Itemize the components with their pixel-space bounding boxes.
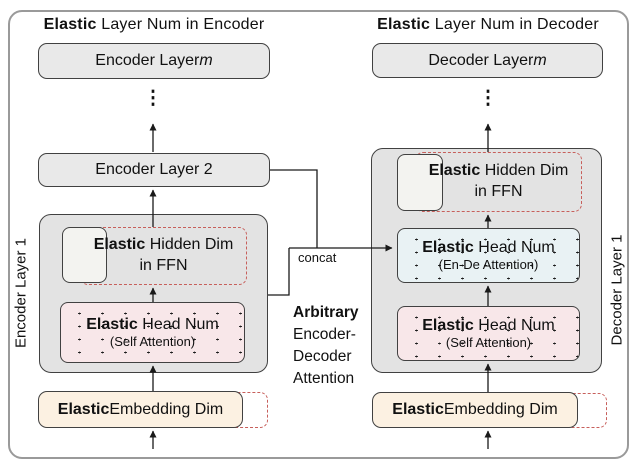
decoder-head-rest: Head Num bbox=[473, 316, 555, 334]
encoder-head-bold: Elastic bbox=[86, 315, 138, 333]
encoder-layer-1-label: Encoder Layer 1 bbox=[12, 237, 30, 349]
encoder-head-rest: Head Num bbox=[137, 315, 219, 333]
arbitrary-note-line3: Decoder bbox=[293, 348, 352, 365]
decoder-ende-attention-line2: (En-De Attention) bbox=[438, 256, 539, 272]
decoder-ffn-bold: Elastic bbox=[428, 162, 481, 179]
arbitrary-note-line2: Encoder- bbox=[293, 326, 356, 343]
encoder-embedding-rest: Embedding Dim bbox=[109, 400, 224, 418]
encoder-layer-m-box: Encoder Layer m bbox=[38, 43, 270, 79]
encoder-ffn-rest: Hidden Dim bbox=[145, 236, 234, 253]
arbitrary-note-line1: Arbitrary bbox=[293, 304, 359, 321]
encoder-self-attention-box: Elastic Head Num (Self Attention) bbox=[60, 302, 245, 363]
encoder-layer-2-box: Encoder Layer 2 bbox=[38, 153, 270, 187]
encoder-embedding-bold: Elastic bbox=[57, 400, 110, 418]
encoder-layer-2-label: Encoder Layer 2 bbox=[95, 161, 213, 178]
encoder-layer-m-label: Encoder Layer bbox=[95, 52, 200, 69]
decoder-ende-attention-line1: Elastic Head Num bbox=[422, 239, 555, 257]
decoder-ffn-line2: in FFN bbox=[474, 183, 523, 200]
decoder-title-rest: Layer Num in Decoder bbox=[430, 16, 599, 33]
decoder-ffn-solid-box bbox=[397, 154, 443, 211]
encoder-title-bold: Elastic bbox=[43, 16, 97, 33]
decoder-embedding-rest: Embedding Dim bbox=[443, 401, 558, 418]
decoder-self-attention-line2: (Self Attention) bbox=[445, 334, 532, 350]
encoder-title-rest: Layer Num in Encoder bbox=[96, 16, 265, 33]
decoder-ende-attention-box: Elastic Head Num (En-De Attention) bbox=[397, 228, 580, 283]
encoder-layer-m-var: m bbox=[199, 52, 213, 69]
encoder-ffn-line2: in FFN bbox=[139, 257, 188, 274]
encoder-ffn-label: Elastic Hidden Dim in FFN bbox=[80, 234, 247, 276]
decoder-ende-bold: Elastic bbox=[422, 238, 474, 256]
encoder-title: Elastic Layer Num in Encoder bbox=[38, 16, 270, 34]
vertical-ellipsis-decoder: ⋮ bbox=[478, 88, 498, 109]
decoder-layer-m-label: Decoder Layer bbox=[428, 51, 534, 69]
decoder-ende-rest: Head Num bbox=[473, 238, 555, 256]
arbitrary-attention-note: Arbitrary Encoder- Decoder Attention bbox=[293, 302, 358, 390]
decoder-head-bold: Elastic bbox=[422, 316, 474, 334]
encoder-ffn-bold: Elastic bbox=[93, 236, 146, 253]
decoder-ffn-rest: Hidden Dim bbox=[480, 162, 569, 179]
encoder-embedding-box: Elastic Embedding Dim bbox=[38, 391, 243, 428]
decoder-layer-m-var: m bbox=[533, 51, 547, 69]
decoder-embedding-box: Elastic Embedding Dim bbox=[372, 392, 578, 428]
decoder-title-bold: Elastic bbox=[377, 16, 431, 33]
decoder-embedding-bold: Elastic bbox=[392, 401, 444, 418]
decoder-self-attention-box: Elastic Head Num (Self Attention) bbox=[397, 306, 580, 361]
concat-label: concat bbox=[298, 250, 337, 265]
encoder-self-attention-line1: Elastic Head Num bbox=[86, 316, 219, 334]
encoder-self-attention-line2: (Self Attention) bbox=[109, 333, 196, 349]
decoder-ffn-line1: Elastic Hidden Dim bbox=[415, 160, 582, 181]
decoder-ffn-label: Elastic Hidden Dim in FFN bbox=[415, 160, 582, 202]
vertical-ellipsis-encoder: ⋮ bbox=[143, 88, 163, 109]
arbitrary-note-line4: Attention bbox=[293, 370, 355, 387]
decoder-layer-m-box: Decoder Layer m bbox=[372, 43, 603, 78]
encoder-ffn-solid-box bbox=[62, 227, 107, 283]
decoder-self-attention-line1: Elastic Head Num bbox=[422, 317, 555, 335]
encoder-ffn-line1: Elastic Hidden Dim bbox=[80, 234, 247, 255]
decoder-title: Elastic Layer Num in Decoder bbox=[372, 16, 604, 34]
decoder-layer-1-label: Decoder Layer 1 bbox=[608, 234, 626, 346]
